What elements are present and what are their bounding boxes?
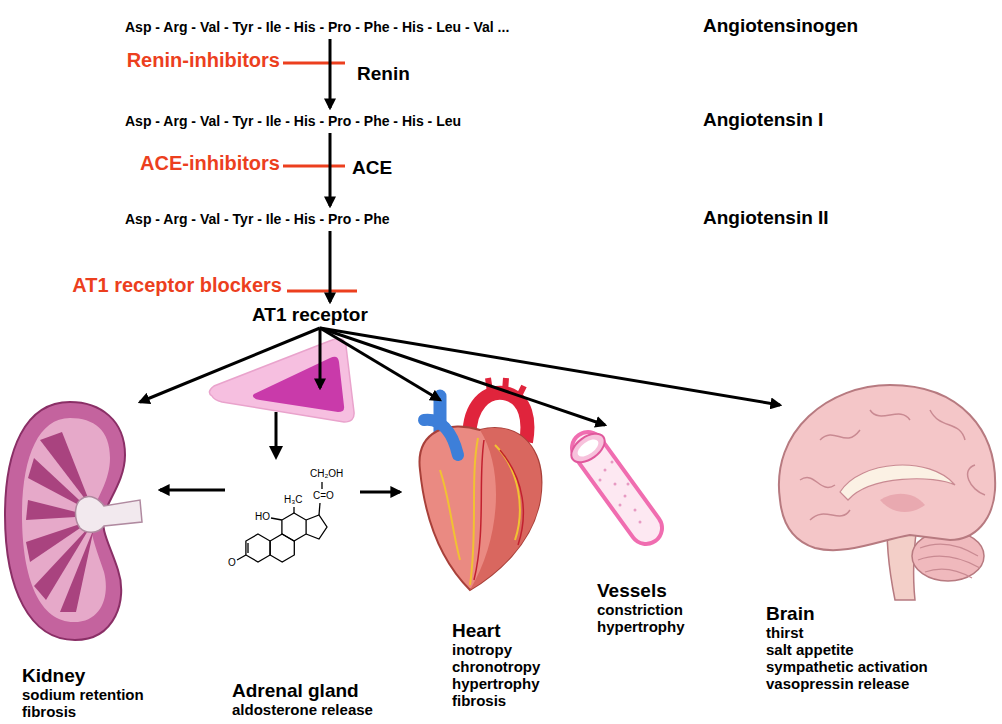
organ-caption: Vesselsconstrictionhypertrophy (597, 580, 685, 635)
inhibitor-label: AT1 receptor blockers (72, 274, 282, 297)
chemical-group: HO (255, 511, 270, 523)
inhibitor-label: Renin-inhibitors (127, 49, 280, 72)
organ-effect: thirst (766, 624, 928, 641)
organ-name: Adrenal gland (232, 680, 373, 701)
organ-caption: Adrenal glandaldosterone release (232, 680, 373, 718)
organ-effect: hypertrophy (452, 675, 540, 692)
chemical-group: CH₂OH (310, 468, 343, 480)
arrow-connector (160, 489, 225, 492)
peptide-name: Angiotensin II (703, 206, 829, 230)
heart-illustration (420, 378, 542, 590)
organ-name: Heart (452, 620, 540, 641)
organ-effect: salt appetite (766, 641, 928, 658)
receptor-name: AT1 receptor (252, 303, 368, 327)
organ-caption: Kidneysodium retentionfibrosis (22, 665, 144, 720)
organ-effect: chronotropy (452, 658, 540, 675)
arrow-connector (320, 328, 780, 405)
organ-effect: fibrosis (22, 703, 144, 720)
adrenal-illustration (209, 338, 354, 460)
receptor-label: AT1 receptor (250, 302, 370, 328)
arrow-connector (319, 328, 322, 388)
organ-effect: sodium retention (22, 686, 144, 703)
organ-panel: Adrenal glandaldosterone release (225, 388, 360, 720)
inhibitor-label: ACE-inhibitors (140, 152, 280, 175)
organ-effect: constriction (597, 601, 685, 618)
organ-effect: fibrosis (452, 692, 540, 709)
enzyme-label: ACE (352, 157, 392, 179)
organ-name: Vessels (597, 580, 685, 601)
enzyme-label: Renin (357, 63, 410, 85)
inhibitor-bar (283, 165, 345, 168)
organ-effect: hypertrophy (597, 618, 685, 635)
sequence-row: Asp - Arg - Val - Tyr - Ile - His - Pro … (125, 14, 858, 39)
peptide-name: Angiotensinogen (703, 14, 858, 38)
chemical-group: C=O (313, 490, 334, 502)
arrow-connector (140, 328, 320, 402)
chemical-group: O (228, 557, 236, 569)
arrow-connector (329, 231, 332, 302)
organ-panel: Vesselsconstrictionhypertrophy (570, 425, 710, 637)
arrow-connector (329, 39, 332, 108)
brain-illustration (779, 385, 995, 600)
organ-caption: Heartinotropychronotropyhypertrophyfibro… (452, 620, 540, 709)
organ-effect: aldosterone release (232, 701, 373, 718)
organ-caption: Brainthirstsalt appetitesympathetic acti… (766, 603, 928, 692)
organ-panel: Heartinotropychronotropyhypertrophyfibro… (400, 400, 550, 711)
kidney-illustration (5, 402, 142, 640)
peptide-sequence: Asp - Arg - Val - Tyr - Ile - His - Pro … (125, 109, 703, 133)
peptide-sequence: Asp - Arg - Val - Tyr - Ile - His - Pro … (125, 15, 703, 39)
arrow-connector (320, 328, 605, 425)
organ-effect: vasopressin release (766, 675, 928, 692)
peptide-sequence: Asp - Arg - Val - Tyr - Ile - His - Pro … (125, 207, 703, 231)
arrow-connector (360, 491, 400, 494)
organ-panel: Kidneysodium retentionfibrosis (0, 402, 160, 722)
peptide-name: Angiotensin I (703, 108, 823, 132)
chemical-group: H₃C (284, 494, 303, 506)
organ-name: Kidney (22, 665, 144, 686)
organ-panel: Brainthirstsalt appetitesympathetic acti… (760, 405, 998, 694)
sequence-row: Asp - Arg - Val - Tyr - Ile - His - Pro … (125, 206, 829, 231)
organ-effect: sympathetic activation (766, 658, 928, 675)
organ-name: Brain (766, 603, 928, 624)
inhibitor-bar (287, 290, 357, 293)
sequence-row: Asp - Arg - Val - Tyr - Ile - His - Pro … (125, 108, 823, 133)
arrow-connector (329, 133, 332, 206)
inhibitor-bar (283, 63, 357, 291)
inhibitor-bar (283, 62, 345, 65)
organ-effect: inotropy (452, 641, 540, 658)
vessel-illustration (566, 428, 646, 528)
